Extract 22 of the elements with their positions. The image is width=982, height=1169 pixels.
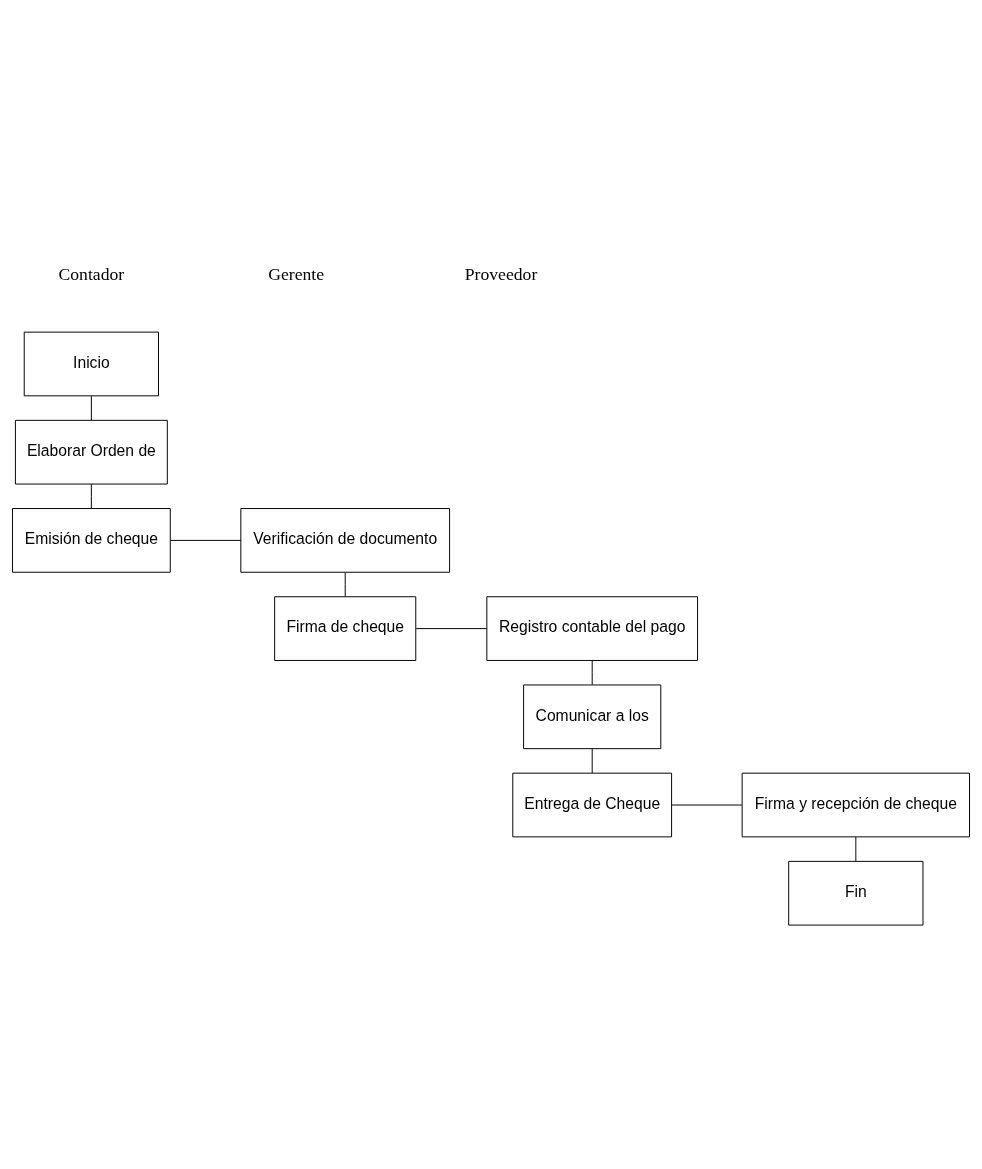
node-box: Comunicar a los	[523, 684, 662, 750]
connector	[90, 395, 92, 421]
node-box: Fin	[788, 860, 924, 926]
node-box: Firma y recepción de cheque	[741, 772, 970, 838]
node-box: Registro contable del pago	[486, 596, 699, 661]
node-box: Entrega de Cheque	[512, 772, 673, 838]
node-box: Verificación de documento	[240, 508, 451, 573]
node-box: Elaborar Orden de	[14, 419, 168, 485]
connector	[591, 748, 593, 774]
connector	[90, 483, 92, 509]
connector	[415, 628, 488, 630]
node-box: Emisión de cheque	[12, 508, 171, 573]
connector	[169, 539, 242, 541]
connector	[855, 836, 857, 862]
connector	[591, 660, 593, 686]
label: Gerente	[268, 264, 325, 285]
connector	[671, 804, 743, 806]
node-box: Firma de cheque	[274, 596, 417, 661]
label: Contador	[58, 264, 125, 285]
connector	[344, 572, 346, 598]
label: Proveedor	[464, 264, 538, 285]
node-box: Inicio	[23, 331, 159, 397]
